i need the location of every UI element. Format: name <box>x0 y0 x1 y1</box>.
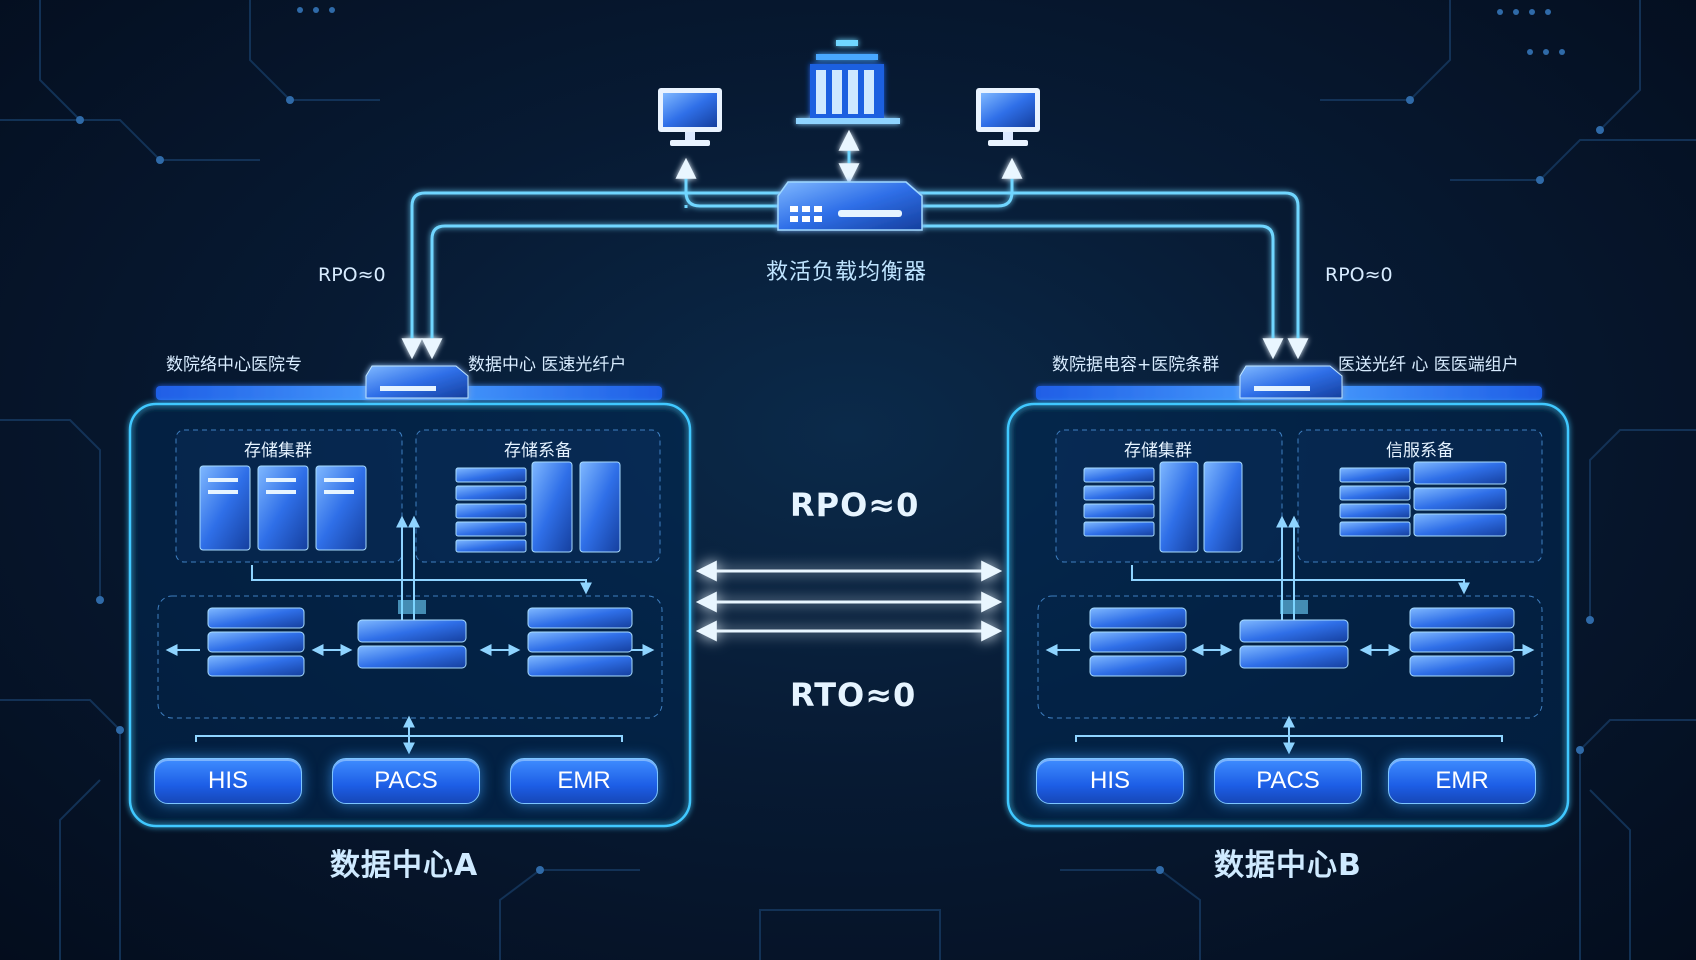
storage-rack-icon <box>1083 461 1243 553</box>
hospital-building-icon <box>796 40 900 124</box>
dc-a-cluster-left-title: 存储集群 <box>244 441 312 461</box>
circuit-dots <box>76 7 1604 874</box>
datacenter-a <box>128 365 692 828</box>
replication-links <box>695 560 1003 642</box>
dc-b-emr-button[interactable]: EMR <box>1388 758 1536 804</box>
client-monitor-left-icon <box>658 88 722 146</box>
dc-b-link-right-label: 医送光纤 心 医医端组户 <box>1338 355 1519 375</box>
switch-icon <box>1239 600 1349 669</box>
rpo-right-label: RPO≈0 <box>1325 264 1393 286</box>
dc-a-emr-button[interactable]: EMR <box>510 758 658 804</box>
dc-b-cluster-left-title: 存储集群 <box>1124 441 1192 461</box>
server-stack-icon <box>1089 607 1187 677</box>
center-rto-label: RTO≈0 <box>790 676 917 714</box>
dc-b-cluster-right-title: 信服系备 <box>1386 441 1454 461</box>
storage-rack-icon <box>1339 461 1507 537</box>
gateway-router-icon <box>365 365 469 399</box>
server-stack-icon <box>207 607 305 677</box>
load-balancer-icon <box>777 181 923 231</box>
gateway-router-icon <box>1239 365 1343 399</box>
load-balancer-label: 救活负载均衡器 <box>766 260 928 285</box>
storage-tower-icon <box>199 465 367 551</box>
dc-a-link-left-label: 数院络中心医院专 <box>166 355 302 375</box>
wan-links <box>401 129 1309 360</box>
client-monitor-right-icon <box>976 88 1040 146</box>
server-stack-icon <box>527 607 633 677</box>
dc-a-cluster-right-title: 存储系备 <box>504 441 572 461</box>
center-rpo-label: RPO≈0 <box>790 486 920 524</box>
dc-a-his-button[interactable]: HIS <box>154 758 302 804</box>
switch-icon <box>357 600 467 669</box>
dc-b-title: 数据中心B <box>1214 848 1362 883</box>
dc-b-link-left-label: 数院据电容+医院条群 <box>1052 355 1220 375</box>
server-stack-icon <box>1409 607 1515 677</box>
rpo-left-label: RPO≈0 <box>318 264 386 286</box>
dc-b-his-button[interactable]: HIS <box>1036 758 1184 804</box>
datacenter-b <box>1006 365 1570 828</box>
dc-a-link-right-label: 数据中心 医速光纤户 <box>468 355 627 375</box>
dc-b-pacs-button[interactable]: PACS <box>1214 758 1362 804</box>
storage-rack-icon <box>455 461 621 553</box>
dc-a-title: 数据中心A <box>330 848 479 883</box>
dc-a-pacs-button[interactable]: PACS <box>332 758 480 804</box>
